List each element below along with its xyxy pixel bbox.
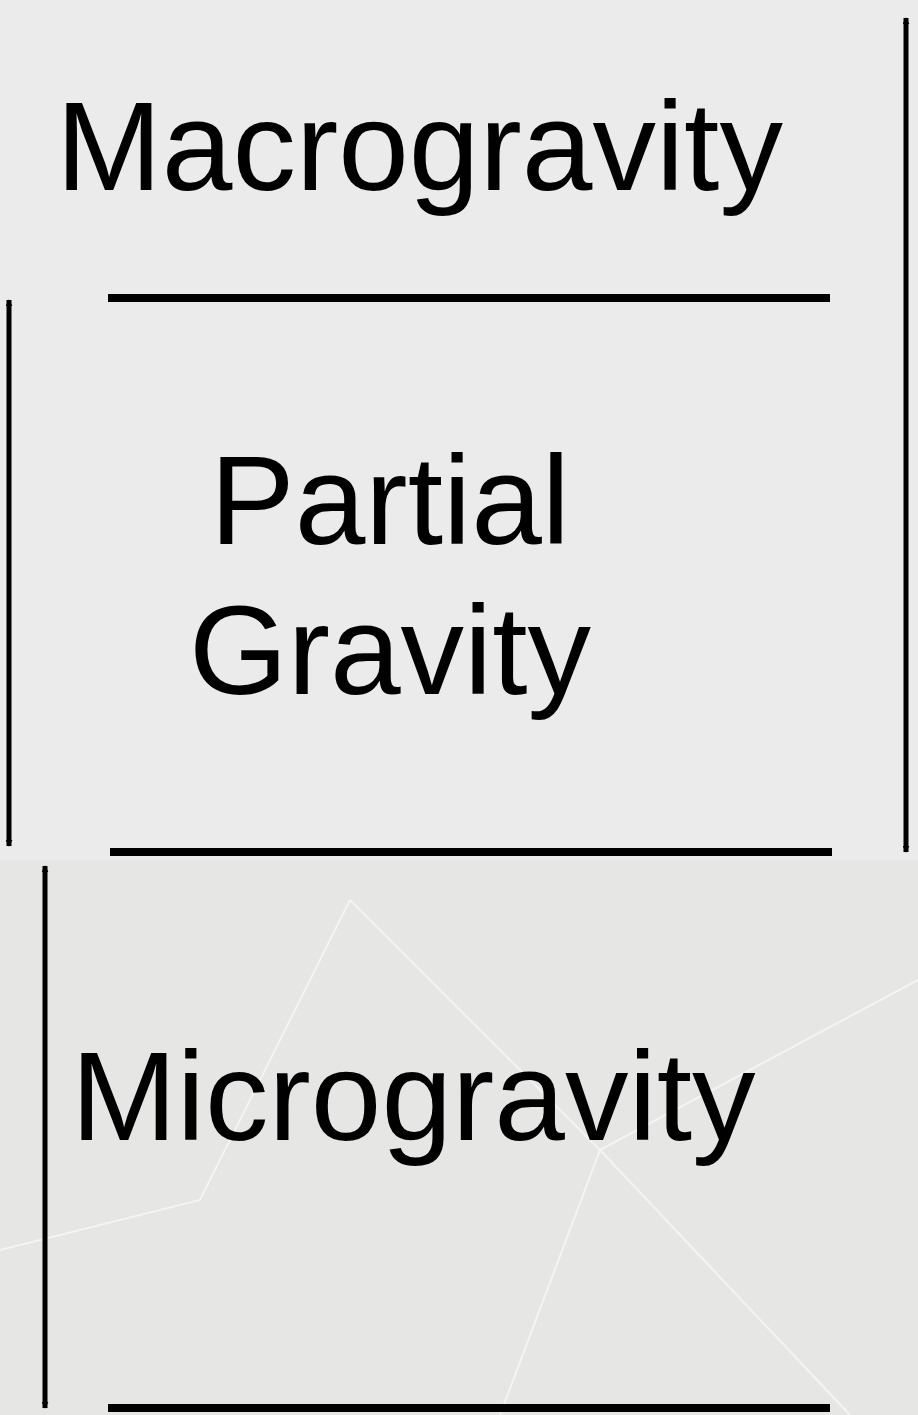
faded-photo-lower	[0, 860, 918, 1415]
gravity-range-label: Macrogravity	[56, 73, 876, 219]
range-arrow	[904, 18, 909, 852]
separator-lines	[108, 298, 832, 1408]
separator-line	[108, 1404, 830, 1412]
range-arrow	[43, 866, 48, 1408]
gravity-range-label: Microgravity	[71, 1023, 891, 1169]
separator-line	[108, 294, 830, 302]
separator-line	[110, 848, 832, 856]
faded-panel-pattern	[0, 900, 918, 1415]
range-arrow	[7, 300, 12, 846]
gravity-range-label: Partial Gravity	[140, 426, 640, 726]
